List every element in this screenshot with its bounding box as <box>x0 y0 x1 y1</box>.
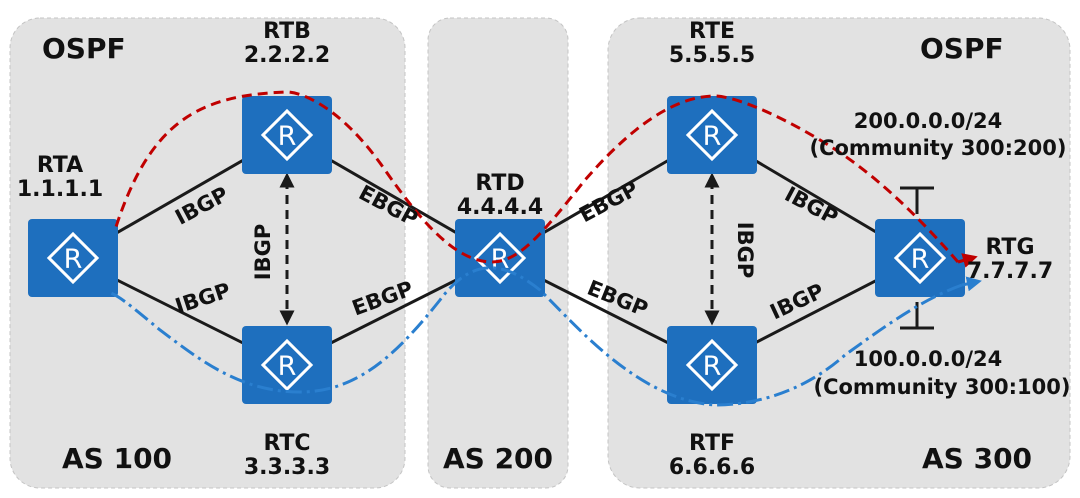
as100-label: AS 100 <box>62 442 172 475</box>
router-icon-rte <box>665 94 759 176</box>
rta-id-label: 1.1.1.1 <box>17 177 103 202</box>
as100-protocol-label: OSPF <box>42 32 126 65</box>
router-icon-rtb <box>240 94 334 176</box>
as300-label: AS 300 <box>922 442 1032 475</box>
prefix-lower-community: (Community 300:100) <box>813 375 1070 399</box>
rtd-name-label: RTD <box>475 171 524 196</box>
rtc-id-label: 3.3.3.3 <box>244 455 330 480</box>
router-icon-rtf <box>665 324 759 406</box>
rtb-name-label: RTB <box>263 19 311 44</box>
prefix-upper-network: 200.0.0.0/24 <box>854 109 1003 133</box>
prefix-upper-community: (Community 300:200) <box>809 136 1066 160</box>
rtc-name-label: RTC <box>263 431 310 456</box>
link-label-rte-rtf: IBGP <box>733 222 757 278</box>
router-icon-rtg <box>873 217 967 299</box>
rte-id-label: 5.5.5.5 <box>669 43 755 68</box>
as200-label: AS 200 <box>443 442 553 475</box>
rtd-id-label: 4.4.4.4 <box>457 195 543 220</box>
router-icon-rta <box>26 217 120 299</box>
rta-name-label: RTA <box>37 153 83 178</box>
rtf-name-label: RTF <box>689 431 735 456</box>
as300-protocol-label: OSPF <box>920 32 1004 65</box>
rte-name-label: RTE <box>689 19 735 44</box>
rtf-id-label: 6.6.6.6 <box>669 455 755 480</box>
prefix-lower-network: 100.0.0.0/24 <box>854 347 1003 371</box>
rtb-id-label: 2.2.2.2 <box>244 43 330 68</box>
rtg-name-label: RTG <box>985 235 1034 260</box>
route-path-100 <box>107 266 963 407</box>
link-label-rtb-rtc: IBGP <box>251 224 275 280</box>
route-path-200 <box>113 90 960 264</box>
rtg-id-label: 7.7.7.7 <box>967 259 1053 284</box>
